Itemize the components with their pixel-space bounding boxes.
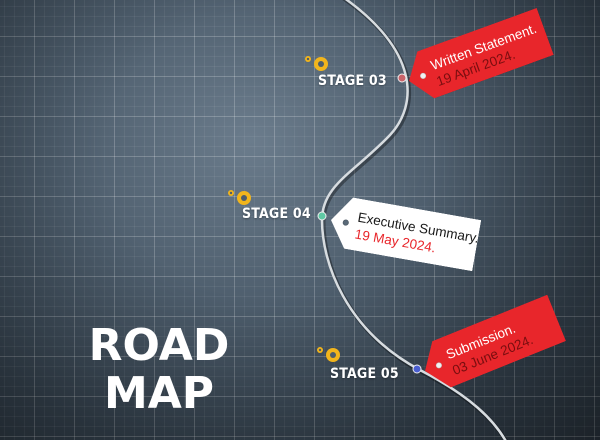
gear-icon — [303, 53, 333, 79]
gear-icon — [315, 344, 345, 370]
stage-03-marker — [397, 73, 407, 83]
stage-04-label: STAGE 04 — [242, 206, 311, 222]
title-line-1: ROAD — [88, 320, 230, 371]
stage-05-marker — [412, 364, 422, 374]
stage-03-label: STAGE 03 — [318, 73, 387, 89]
stage-05-label: STAGE 05 — [330, 366, 399, 382]
title-line-2: MAP — [103, 368, 215, 419]
roadmap-title: ROAD MAP — [74, 322, 244, 418]
stage-04-marker — [317, 211, 327, 221]
gear-icon — [226, 187, 256, 213]
